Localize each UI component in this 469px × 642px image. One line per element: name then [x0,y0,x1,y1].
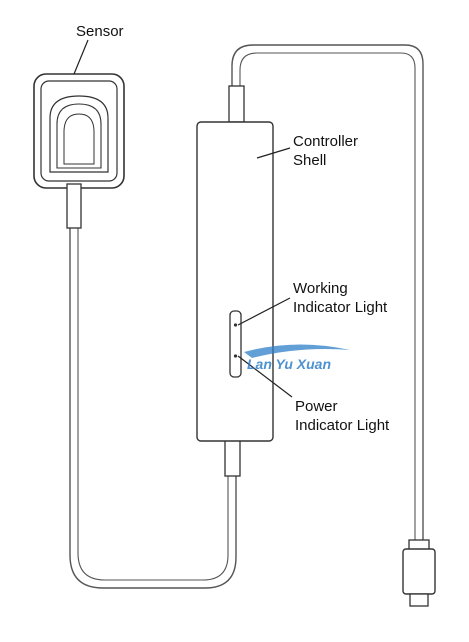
sensor-scan-window-inner [56,103,102,169]
working-light-leader-line [237,297,291,326]
sensor-label: Sensor [76,23,124,40]
power-indicator-light [233,354,238,358]
usb-plug-body [402,548,436,595]
controller-shell-leader-line [256,147,291,159]
watermark-swoosh [244,344,350,358]
working-light-label-line2: Indicator Light [293,299,388,316]
usb-cable-inner [239,52,416,545]
sensor-cable [69,228,237,589]
sensor-scan-window-outer [49,95,109,173]
power-light-label-line2: Indicator Light [295,417,390,434]
sensor-leader-line [73,39,89,75]
sensor-scan-window-core [63,113,95,165]
sensor-strain-relief [66,183,82,229]
working-indicator-light [233,323,238,327]
usb-plug-connector [409,593,429,607]
usb-cable [231,44,424,545]
sensor-cable-inner [77,228,229,581]
indicator-slot [229,310,242,378]
power-light-label-line1: Power [295,398,338,415]
controller-shell-label-line2: Shell [293,152,327,169]
power-light-leader-line [237,355,293,398]
watermark: Lan Yu Xuan [247,356,332,372]
controller-top-strain-relief [228,85,245,123]
sensor-face [40,80,118,182]
sensor-body [33,73,125,189]
working-light-label-line1: Working [293,280,348,297]
controller-shell-label-line1: Controller [293,133,359,150]
controller-bottom-strain-relief [224,439,241,477]
controller-shell [196,121,274,442]
